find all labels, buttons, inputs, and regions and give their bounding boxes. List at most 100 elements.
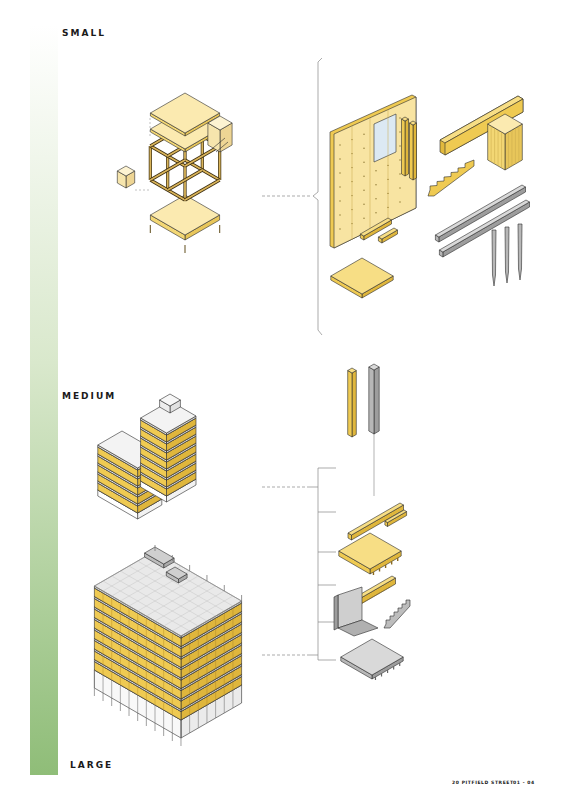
size-heading: LARGE [70,760,113,770]
mullion [189,644,190,653]
beam [168,170,203,190]
mullion [103,667,104,676]
pod-rib [511,130,512,166]
mullion [103,646,104,655]
mullion [172,707,173,716]
mullion [129,608,130,617]
mullion [146,671,147,680]
column [402,119,406,176]
mullion [189,707,190,716]
pile [180,738,181,746]
column [410,121,417,125]
roof-grid [94,551,241,636]
mullion [155,655,156,664]
podium-column [163,710,164,728]
mullion [189,665,190,674]
mullion [224,634,225,643]
medium-building [98,394,196,519]
mullion [155,644,156,653]
mullion [215,692,216,701]
mullion [129,682,130,691]
exploded-frame [117,93,232,253]
pod-rib [508,132,509,168]
column-stub [189,565,190,571]
mullion [120,614,121,623]
mullion [224,687,225,696]
grid-line [138,576,199,611]
beam [168,170,203,190]
concrete-slab [341,639,403,675]
mullion [172,654,173,663]
mullion [155,623,156,632]
slab-edge [141,401,196,433]
mullion [155,676,156,685]
column-stub [241,595,242,601]
fixing-dot [399,117,400,118]
fixing-dot [339,214,340,215]
column [166,156,169,190]
pile [492,230,496,286]
core [145,547,175,564]
stud-line [388,110,389,224]
pile [163,728,164,736]
bathroom-pod [488,114,523,134]
mullion [137,613,138,622]
stud-line [352,126,353,240]
mullion [146,639,147,648]
stair [428,160,474,196]
column [167,156,169,190]
pile [172,733,173,741]
grid-line [94,586,181,636]
podium-column [232,690,233,708]
fixing-dot [375,198,376,199]
beam [378,228,397,239]
mullion [232,650,233,659]
mullion [224,613,225,622]
mullion [206,655,207,664]
pile [505,227,509,283]
fixing-dot [339,200,340,201]
fixing-dot [363,190,364,191]
mullion [189,675,190,684]
pile [129,708,130,716]
leader [262,655,310,656]
podium-column [224,695,225,713]
column [405,119,409,176]
mullion [232,608,233,617]
podium-column [172,715,173,733]
mullion [172,686,173,695]
mullion [172,644,173,653]
mullion [198,702,199,711]
scale-bar [30,25,58,775]
rib [391,562,392,565]
window [374,114,396,162]
podium-column [180,720,181,738]
mullion [137,666,138,675]
fixing-dot [399,159,400,160]
leg [150,225,151,233]
mullion [206,623,207,632]
podium-column [137,695,138,713]
mullion [232,661,233,670]
rib [381,674,382,677]
grid-line [155,586,216,621]
pile [146,718,147,726]
mullion [120,624,121,633]
podium-column [129,690,130,708]
mullion [163,660,164,669]
mullion [215,618,216,627]
beam [150,160,185,180]
mullion [198,681,199,690]
pod-rib [515,128,516,164]
fixing-dot [375,212,376,213]
mullion [232,640,233,649]
grid-line [172,596,233,631]
mullion [129,629,130,638]
mullion [198,691,199,700]
mullion [198,660,199,669]
mullion [111,598,112,607]
module-cube [117,166,134,176]
column-stub [224,585,225,591]
concrete-wall-edge [334,595,338,630]
